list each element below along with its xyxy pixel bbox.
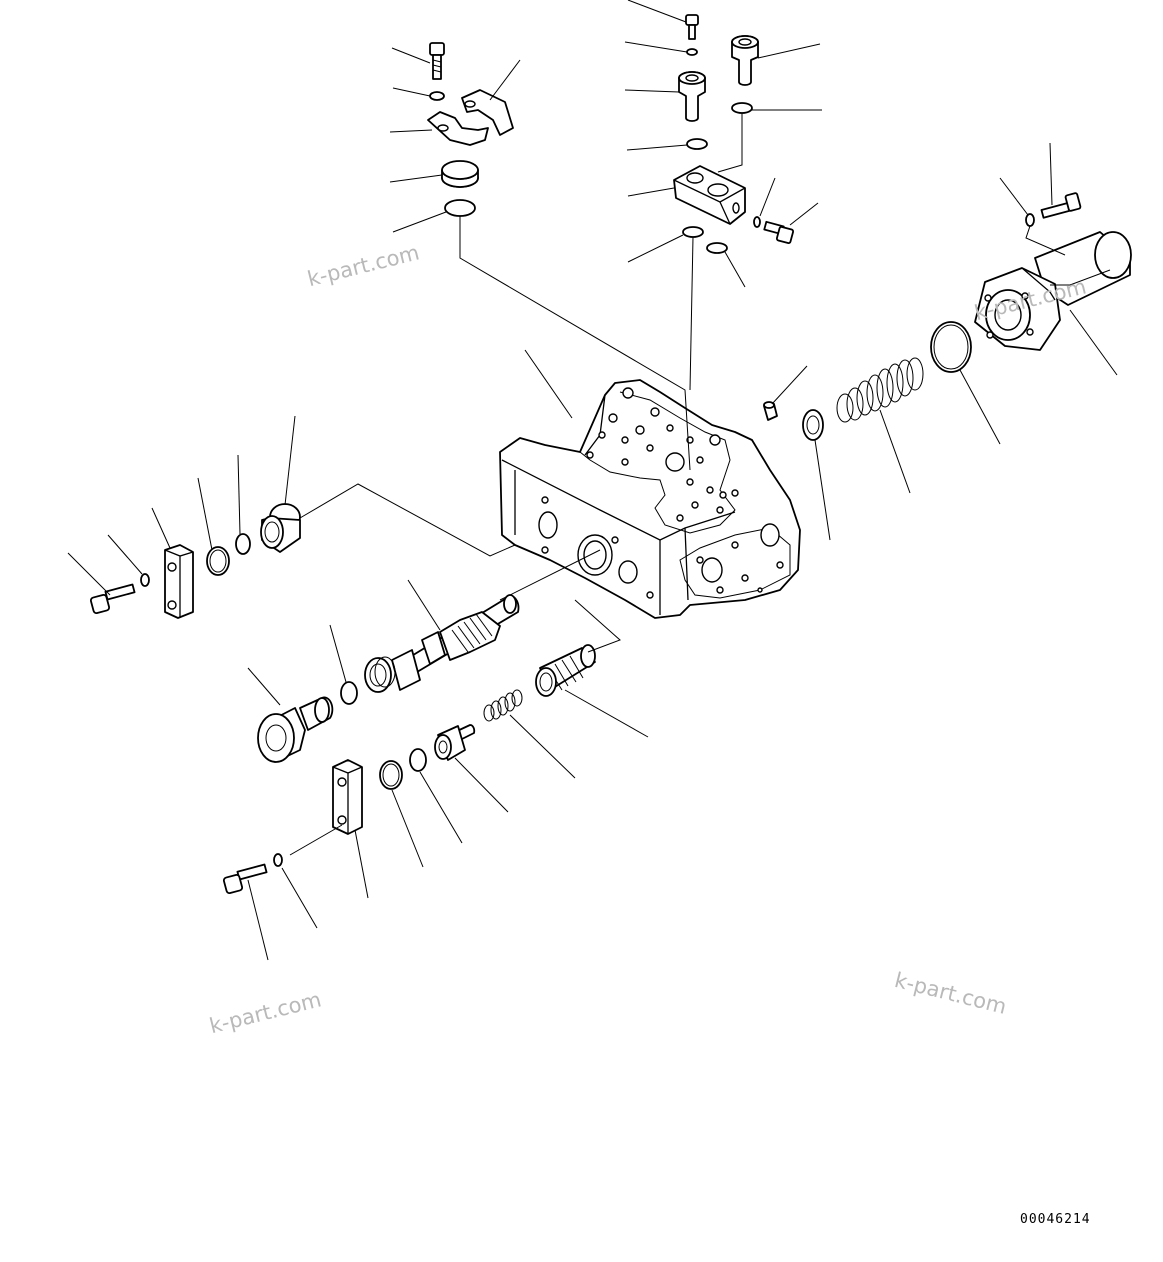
leader-retainer-axis: [289, 824, 343, 856]
block-fitting: [673, 165, 746, 225]
split-flange-upper: [461, 89, 514, 136]
flange-bolt: [429, 42, 445, 80]
retainer-plate-upper: [164, 544, 194, 619]
o-ring-union-left: [686, 138, 708, 150]
cover-washer: [1025, 213, 1035, 227]
leader-retainer-washer-lower: [281, 867, 318, 929]
union-fitting-right: [731, 35, 759, 86]
small-plug: [763, 401, 778, 421]
o-ring-top-left: [444, 199, 476, 217]
poppet: [434, 724, 476, 761]
leader-lines-top-center: [624, 0, 822, 391]
retainer-bolt-upper: [89, 583, 136, 615]
leader-o-ring-lower: [419, 771, 463, 844]
large-o-ring: [930, 321, 972, 373]
spool-o-ring: [340, 681, 358, 705]
o-ring-block-left: [682, 226, 704, 238]
leader-lines-top-left: [389, 47, 691, 471]
flange-washer: [429, 91, 445, 101]
leader-poppet: [454, 757, 509, 813]
leader-lines-right: [814, 142, 1118, 541]
leader-end-cap: [247, 667, 281, 706]
drawing-number: 00046214: [1020, 1212, 1091, 1227]
leader-lines-left: [67, 415, 516, 596]
leader-valve-body: [524, 349, 573, 419]
main-spool: [364, 594, 520, 693]
leader-main-spool-axis: [499, 549, 601, 601]
plug-cap: [441, 160, 479, 188]
small-spool: [535, 644, 596, 697]
cover-cylinder: [974, 231, 1132, 351]
retainer-washer-upper: [140, 573, 150, 587]
backup-ring-left: [206, 546, 230, 576]
leader-backup-ring-lower: [391, 789, 424, 868]
block-side-bolt: [763, 220, 795, 245]
retainer-washer-lower: [273, 853, 283, 867]
leader-small-plug: [771, 365, 808, 405]
top-bolt: [685, 14, 699, 40]
o-ring-left-1: [235, 533, 251, 555]
o-ring-union-right: [731, 102, 753, 114]
o-ring-block-right: [706, 242, 728, 254]
large-spring: [836, 357, 924, 423]
top-washer: [686, 48, 698, 56]
union-fitting-left: [678, 71, 706, 122]
block-washer: [753, 216, 761, 228]
small-spring: [483, 689, 523, 722]
end-cap: [257, 696, 334, 763]
leader-retainer-plate-lower: [354, 829, 369, 899]
leader-main-spool: [407, 579, 441, 631]
valve-body: [499, 379, 801, 619]
split-flange-lower: [427, 111, 489, 146]
o-ring-lower: [409, 748, 427, 772]
retainer-plate-lower: [332, 759, 363, 835]
leader-small-spool-axis: [574, 599, 621, 653]
cover-bolt: [1040, 192, 1082, 219]
spring-seat-washer: [802, 409, 824, 441]
left-piston: [260, 503, 301, 553]
leader-spool-o-ring: [329, 624, 347, 683]
leader-retainer-bolt-lower: [247, 879, 269, 961]
retainer-bolt-lower: [222, 863, 268, 895]
backup-ring-lower: [379, 760, 403, 790]
leader-small-spring: [509, 714, 576, 779]
leader-small-spool: [564, 689, 649, 738]
